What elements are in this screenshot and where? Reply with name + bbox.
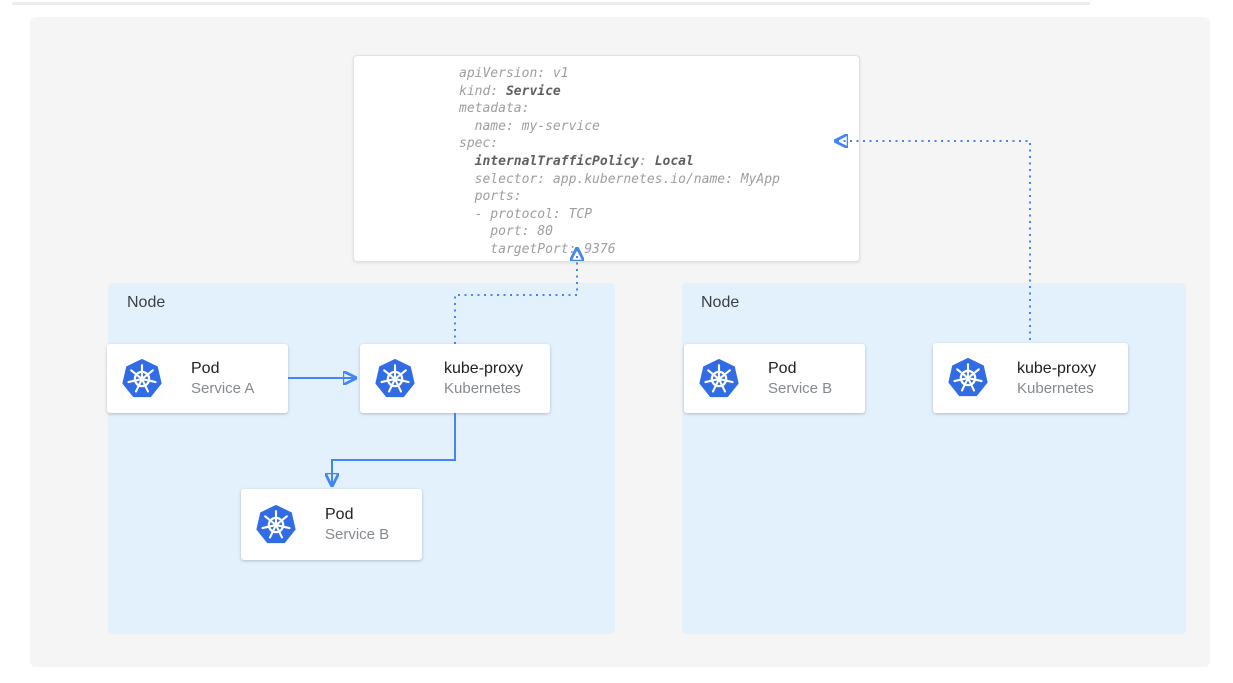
card-title: Pod bbox=[191, 360, 220, 377]
card-subtitle: Service B bbox=[768, 380, 833, 397]
top-divider bbox=[12, 2, 1090, 5]
card-title: Pod bbox=[325, 506, 354, 523]
kube-proxy-card-right: kube-proxy Kubernetes bbox=[933, 343, 1128, 413]
card-text: kube-proxy Kubernetes bbox=[1017, 358, 1096, 399]
card-text: kube-proxy Kubernetes bbox=[444, 358, 523, 399]
kubernetes-icon bbox=[373, 358, 417, 400]
card-title: kube-proxy bbox=[444, 360, 524, 377]
card-subtitle: Service B bbox=[325, 526, 390, 543]
node-label: Node bbox=[127, 294, 166, 311]
kubernetes-icon bbox=[697, 358, 741, 400]
node-box-left: Node bbox=[108, 283, 615, 634]
kubernetes-icon bbox=[254, 504, 298, 546]
kubernetes-icon bbox=[120, 358, 164, 400]
card-subtitle: Kubernetes bbox=[1017, 379, 1094, 397]
pod-card-service-b-right: Pod Service B bbox=[684, 344, 865, 413]
kubernetes-icon bbox=[946, 357, 990, 399]
card-subtitle: Service A bbox=[191, 380, 255, 397]
kube-proxy-card-left: kube-proxy Kubernetes bbox=[360, 344, 550, 413]
card-subtitle: Kubernetes bbox=[444, 380, 521, 397]
card-title: Pod bbox=[768, 360, 797, 377]
node-label: Node bbox=[701, 294, 740, 311]
card-text: Pod Service B bbox=[768, 358, 832, 399]
pod-card-service-a: Pod Service A bbox=[107, 344, 288, 413]
card-text: Pod Service A bbox=[191, 358, 254, 399]
node-box-right: Node bbox=[682, 283, 1186, 634]
pod-card-service-b-left: Pod Service B bbox=[241, 489, 422, 560]
card-text: Pod Service B bbox=[325, 504, 389, 545]
card-title: kube-proxy bbox=[1017, 359, 1097, 377]
